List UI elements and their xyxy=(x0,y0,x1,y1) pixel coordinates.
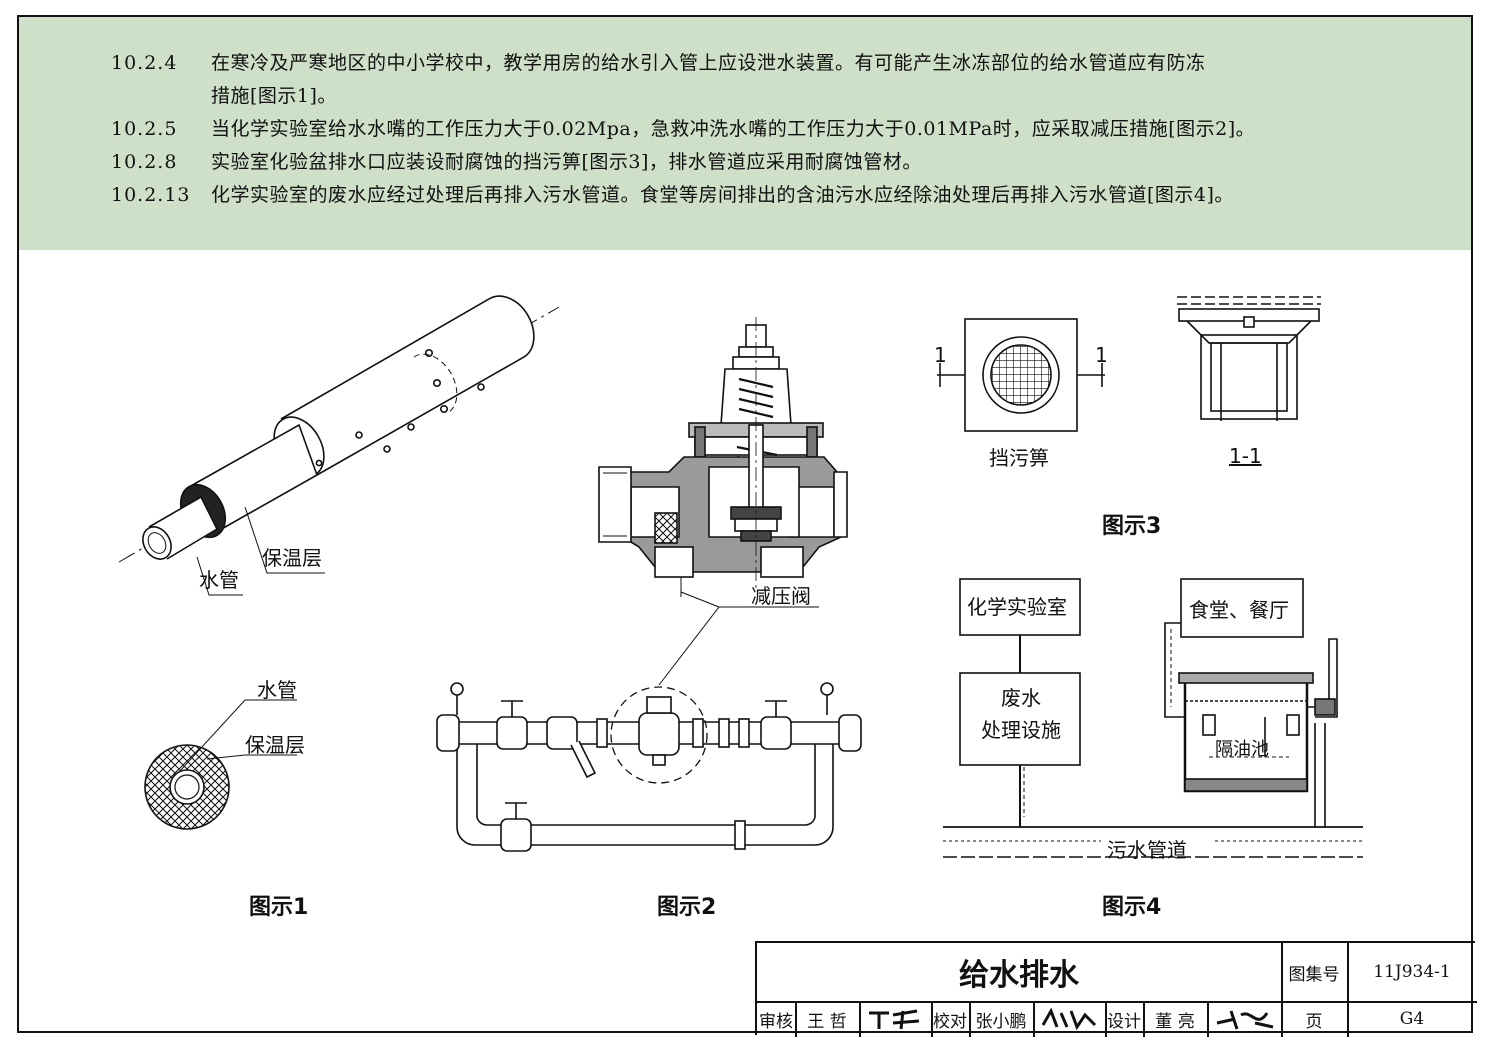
review-signature xyxy=(869,1009,920,1030)
page-label: 页 xyxy=(1305,1011,1323,1032)
note-text: 化学实验室的废水应经过处理后再排入污水管道。食堂等房间排出的含油污水应经除油处理… xyxy=(211,184,1234,206)
drawing-sheet: 10.2.4 在寒冷及严寒地区的中小学校中，教学用房的给水引入管上应设泄水装置。… xyxy=(17,15,1477,1037)
fig1-section-label-insulation: 保温层 xyxy=(245,733,305,757)
figure-1-cross-section xyxy=(144,699,297,830)
note-text: 实验室化验盆排水口应装设耐腐蚀的挡污箅[图示3]，排水管道应采用耐腐蚀管材。 xyxy=(211,151,922,173)
fig2-caption: 图示2 xyxy=(657,895,716,920)
fig4-label-lab: 化学实验室 xyxy=(967,595,1067,619)
drawing-title: 给水排水 xyxy=(959,958,1079,993)
fig4-label-sewer: 污水管道 xyxy=(1107,838,1187,862)
design-signature xyxy=(1216,1010,1274,1030)
figure-2-valve-section xyxy=(598,317,848,597)
fig1-section-label-pipe: 水管 xyxy=(257,678,297,702)
atlas-number-label: 图集号 xyxy=(1288,964,1340,985)
fig3-section-title: 1-1 xyxy=(1229,444,1262,468)
note-number: 10.2.8 xyxy=(111,151,178,173)
figure-3-grate-plan xyxy=(937,318,1105,432)
figure-3-section-view xyxy=(1177,296,1321,421)
note-text: 措施[图示1]。 xyxy=(211,85,337,107)
title-block: 给水排水 图集号 11J934-1 页 G4 审核 王 哲 校对 张小鹏 设计 … xyxy=(755,941,1477,1037)
fig4-label-treatment-2: 处理设施 xyxy=(981,718,1061,742)
check-signature xyxy=(1041,1007,1097,1031)
page-number: G4 xyxy=(1399,1009,1425,1029)
figure-2-piping-plan xyxy=(436,591,862,852)
fig1-label-pipe: 水管 xyxy=(199,568,239,592)
fig4-caption: 图示4 xyxy=(1102,895,1161,920)
fig1-label-insulation: 保温层 xyxy=(262,546,322,570)
review-name: 王 哲 xyxy=(807,1011,847,1032)
fig3-label-grate: 挡污箅 xyxy=(989,446,1049,470)
fig4-box-treatment xyxy=(959,672,1081,766)
code-notes-panel: 10.2.4 在寒冷及严寒地区的中小学校中，教学用房的给水引入管上应设泄水装置。… xyxy=(19,17,1471,250)
fig4-label-grease-trap: 隔油池 xyxy=(1215,739,1269,760)
note-number: 10.2.5 xyxy=(111,118,178,140)
note-number: 10.2.13 xyxy=(111,184,191,206)
check-name: 张小鹏 xyxy=(975,1011,1027,1032)
figures-canvas: 保温层 水管 水管 保温层 图示1 xyxy=(118,295,1363,920)
fig3-section-mark-left: 1 xyxy=(934,343,947,367)
fig1-caption: 图示1 xyxy=(249,895,308,920)
fig4-box-canteen xyxy=(1180,578,1304,638)
review-label: 审核 xyxy=(759,1011,793,1032)
fig4-box-lab xyxy=(959,578,1081,636)
fig4-label-canteen: 食堂、餐厅 xyxy=(1189,598,1289,622)
note-text: 当化学实验室给水水嘴的工作压力大于0.02Mpa，急救冲洗水嘴的工作压力大于0.… xyxy=(211,118,1256,140)
figure-4-flow xyxy=(943,578,1363,858)
atlas-number: 11J934-1 xyxy=(1373,962,1451,982)
design-label: 设计 xyxy=(1107,1011,1141,1032)
check-label: 校对 xyxy=(933,1011,967,1032)
note-text: 在寒冷及严寒地区的中小学校中，教学用房的给水引入管上应设泄水装置。有可能产生冰冻… xyxy=(211,52,1206,74)
design-name: 董 亮 xyxy=(1155,1011,1195,1032)
fig3-section-mark-right: 1 xyxy=(1095,343,1108,367)
fig2-label-valve: 减压阀 xyxy=(751,584,811,608)
fig3-caption: 图示3 xyxy=(1102,514,1161,539)
figure-1-insulated-pipe xyxy=(118,295,560,596)
fig4-label-treatment-1: 废水 xyxy=(1001,686,1041,710)
note-number: 10.2.4 xyxy=(111,52,178,74)
